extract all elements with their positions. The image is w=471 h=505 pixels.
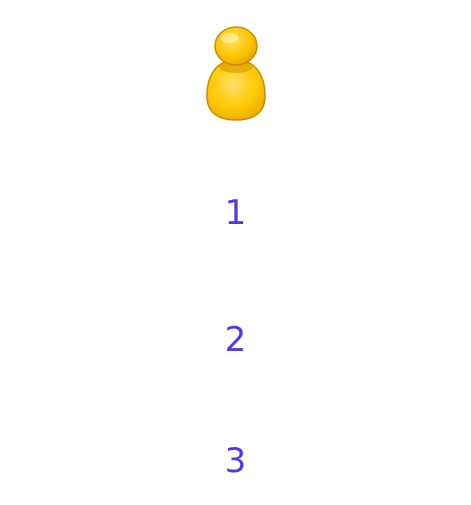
option-3[interactable]: 3 [224, 441, 247, 481]
user-icon-graphic [206, 26, 266, 121]
option-2[interactable]: 2 [224, 320, 247, 360]
user-icon [200, 22, 272, 124]
option-1[interactable]: 1 [224, 193, 247, 233]
